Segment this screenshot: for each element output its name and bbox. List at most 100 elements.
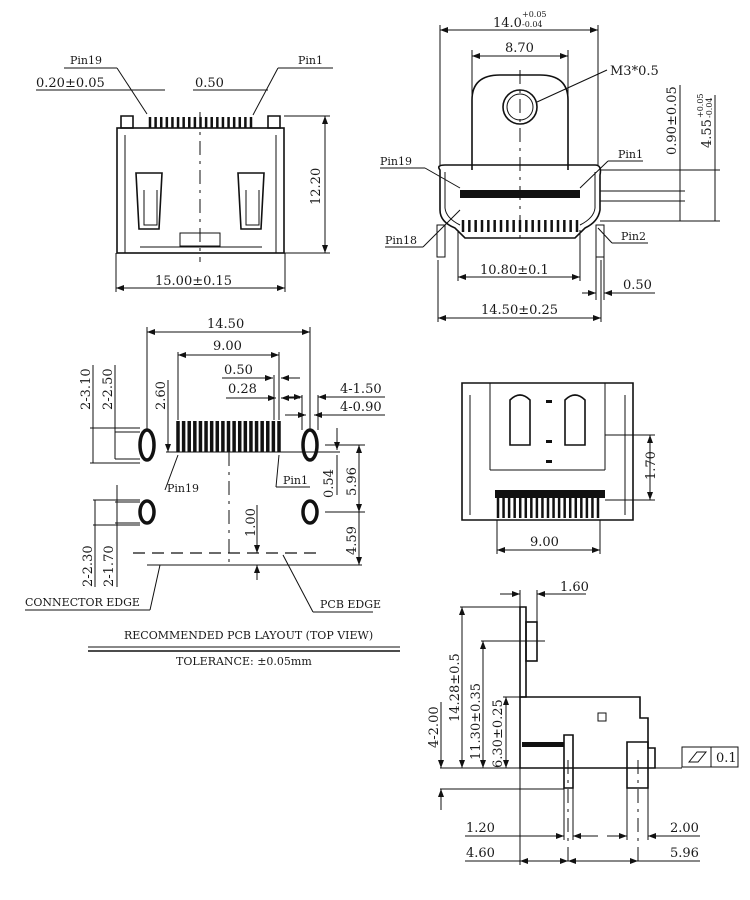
row-offset-dim: 0.90±0.05	[665, 86, 680, 155]
rear-pin-span-dim: 9.00	[530, 535, 559, 550]
top-pin	[506, 220, 509, 232]
rear-pin	[541, 498, 544, 518]
rear-pins	[496, 498, 600, 518]
offset-054-dim: 0.54	[322, 469, 337, 498]
pin1-label: Pin1	[618, 148, 643, 161]
pin19-label: Pin19	[380, 155, 412, 168]
signal-pad	[249, 421, 253, 452]
signal-pad	[181, 421, 186, 452]
signal-pad	[277, 421, 281, 452]
front-left-slot-pad	[138, 499, 156, 525]
front-pin	[238, 117, 242, 128]
top-pin	[474, 220, 477, 232]
rear-right-slot-pad	[301, 428, 319, 462]
rear-pin	[524, 498, 528, 518]
signal-pad	[193, 421, 197, 452]
body-height-dim: 6.30±0.25	[491, 699, 506, 768]
front-pin	[244, 117, 247, 128]
hole-height-dim: 11.30±0.35	[469, 683, 484, 760]
leg-width-dim: 0.50	[623, 278, 652, 293]
top-pin	[569, 220, 572, 232]
side-legs	[563, 734, 649, 789]
rear-pin	[563, 498, 566, 518]
signal-pad	[176, 421, 180, 452]
top-pin	[487, 220, 490, 232]
signal-pad	[215, 421, 220, 452]
overall-width-tol-minus: -0.04	[522, 20, 543, 29]
front-pin	[216, 117, 219, 128]
signal-pad	[266, 421, 270, 452]
top-pin	[531, 220, 534, 232]
pad-span-dim: 9.00	[213, 339, 242, 354]
plate-thickness-dim: 1.60	[560, 580, 589, 595]
signal-pads	[176, 421, 281, 452]
signal-pad	[232, 421, 236, 452]
side-plate	[519, 606, 527, 698]
front-pin	[193, 117, 197, 128]
front-latch	[120, 115, 281, 129]
pin1-label: Pin1	[283, 474, 308, 487]
rear-pin	[530, 498, 533, 518]
top-pin	[575, 220, 579, 232]
pcb-edge-label: PCB EDGE	[320, 598, 381, 611]
signal-pad	[260, 421, 264, 452]
top-view: 14.0 +0.05 -0.04 8.70 M3*0.5 Pin19 Pin1 …	[380, 10, 720, 322]
leg-pitch-dim: 14.50	[207, 317, 244, 332]
front-pin	[176, 117, 180, 128]
thread-callout: M3*0.5	[610, 64, 659, 79]
front-pin	[171, 117, 174, 128]
top-pin	[544, 220, 547, 232]
dim-1-20: 1.20	[466, 821, 495, 836]
pcb-layout-view: 14.50 9.00 0.50 0.28 4-1.50 4-0.90 2-3.1…	[25, 317, 400, 668]
rear-pin	[546, 498, 550, 518]
top-body-outline	[438, 164, 602, 239]
signal-pad	[237, 421, 242, 452]
front-pin	[204, 117, 208, 128]
rear-pin	[535, 498, 539, 518]
leg-length-dim: 4-2.00	[427, 706, 442, 748]
signal-pad	[198, 421, 203, 452]
front-pin	[165, 117, 169, 128]
overall-width-dim: 14.0	[493, 16, 522, 31]
front-pin	[154, 117, 157, 128]
top-pin	[563, 220, 566, 232]
pad-width-dim: 0.28	[228, 382, 257, 397]
pcb-layout-title: RECOMMENDED PCB LAYOUT (TOP VIEW)	[124, 629, 373, 642]
rear-pin	[596, 498, 600, 518]
rear-pin	[496, 498, 500, 518]
front-right-slot-pad	[301, 499, 319, 525]
rear-pin	[552, 498, 555, 518]
signal-pad	[271, 421, 276, 452]
top-pin	[480, 220, 484, 232]
rear-pin	[568, 498, 572, 518]
dim-5-96: 5.96	[670, 846, 699, 861]
height-dim: 12.20	[309, 168, 324, 205]
pitch-dim: 0.50	[195, 76, 224, 91]
overall-height-dim: 14.28±0.5	[448, 653, 463, 722]
pin18-label: Pin18	[385, 234, 417, 247]
rear-pin	[507, 498, 511, 518]
top-pins-lower	[461, 220, 579, 232]
front-pin	[159, 117, 163, 128]
signal-pad	[243, 421, 248, 452]
signal-pad	[226, 421, 231, 452]
pad-length-dim: 2.60	[154, 381, 169, 410]
edge-spacing-dim: 4.59	[345, 526, 360, 555]
rear-pin-row	[495, 490, 605, 498]
dim-4-60: 4.60	[466, 846, 495, 861]
front-spring-contacts	[135, 172, 265, 230]
rear-spring-contacts	[509, 394, 586, 446]
rear-slot-inner-dim: 2-2.50	[101, 368, 116, 410]
slot-inner-dim: 4-0.90	[340, 400, 382, 415]
leg-span-dim: 14.50±0.25	[481, 303, 558, 318]
connector-edge-label: CONNECTOR EDGE	[25, 596, 140, 609]
depth-dim: 4.55	[700, 119, 715, 148]
front-pin	[227, 117, 230, 128]
flatness-value: 0.1	[716, 751, 737, 766]
top-pin	[512, 220, 515, 232]
side-body-outline	[519, 696, 656, 769]
pin2-label: Pin2	[621, 230, 646, 243]
top-pin	[537, 220, 541, 232]
signal-pad	[204, 421, 208, 452]
top-pin	[556, 220, 560, 232]
